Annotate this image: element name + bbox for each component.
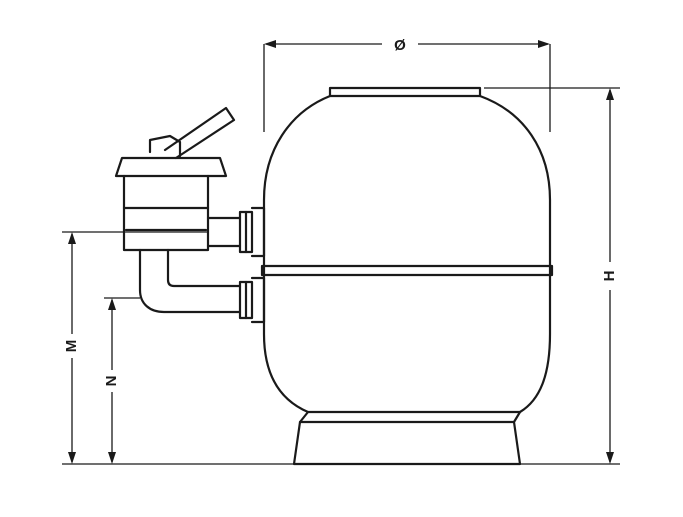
dimension-diameter-label: Ø — [394, 37, 406, 54]
dimension-height-label: H — [601, 271, 618, 282]
tank-base — [292, 410, 522, 466]
valve-cap — [114, 156, 228, 178]
tank-lid — [328, 86, 482, 98]
dimension-n-label: N — [103, 376, 120, 387]
tank-center-band — [260, 264, 554, 277]
valve-body — [122, 174, 210, 252]
tank-body — [262, 94, 552, 414]
valve-handle — [163, 106, 236, 160]
lower-connection-pipe — [138, 248, 266, 324]
valve-handle-stem — [148, 134, 182, 158]
dimension-m: M — [62, 231, 294, 465]
multiport-valve — [114, 106, 236, 252]
dimension-diameter: Ø — [263, 37, 551, 132]
upper-connection-pipe — [206, 206, 266, 258]
dimension-n: N — [103, 297, 140, 464]
dimension-height: H — [484, 87, 620, 465]
dimension-m-label: M — [63, 340, 80, 353]
filter-tank — [260, 86, 554, 466]
